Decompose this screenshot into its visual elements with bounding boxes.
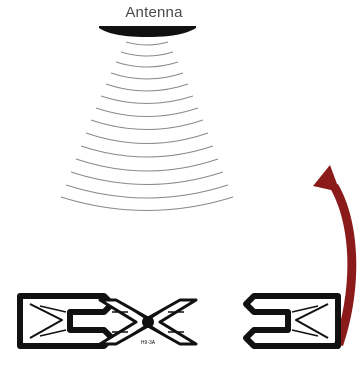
rfid-tag-icon: [17, 293, 341, 349]
antenna-label: Antenna: [125, 4, 183, 21]
antenna-icon: [99, 26, 196, 37]
curved-arrow-up-icon: [313, 165, 357, 346]
tag-marking: H9-3A: [141, 340, 156, 346]
radio-waves-icon: [60, 41, 234, 211]
